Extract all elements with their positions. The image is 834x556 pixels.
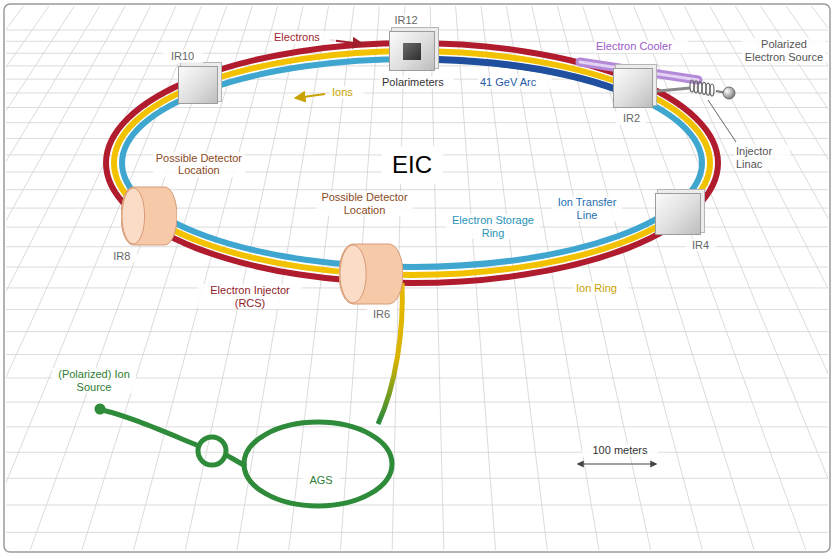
ags-injection-line (226, 455, 246, 466)
ion-ring (114, 51, 710, 275)
grid-line (6, 6, 417, 550)
grid-line (6, 478, 828, 479)
coil-winding (690, 80, 694, 92)
component-label: Polarized Electron Source (742, 38, 826, 63)
booster-loop (198, 437, 226, 465)
electron-injector-ring (106, 43, 718, 283)
grid-line (6, 505, 828, 506)
perspective-grid (6, 6, 828, 550)
grid-line (28, 6, 417, 550)
region-label: IR12 (386, 14, 426, 27)
component-label: Electron Cooler (594, 40, 688, 53)
detector-label: Possible Detector Location (317, 191, 413, 216)
ags-ring (244, 422, 392, 506)
grid-line (6, 6, 417, 550)
polarimeter-block (403, 43, 421, 60)
scale-label: 100 meters (582, 444, 658, 457)
source-label: (Polarized) Ion Source (52, 368, 136, 393)
scale-bar (578, 463, 656, 464)
component-label: 41 GeV Arc (478, 76, 552, 89)
interaction-region-box: IR4 (655, 193, 701, 235)
ring-label: Ion Ring (574, 282, 628, 295)
ring-label: Ion Transfer Line (552, 196, 622, 221)
component-label: Polarimeters (380, 76, 454, 89)
detector-cylinder: Possible Detector LocationIR6 (339, 243, 403, 305)
cylinder-body (121, 187, 177, 245)
cylinder-end (340, 245, 366, 303)
ion-source-dot (95, 404, 106, 415)
linac-coil (690, 80, 714, 96)
grid-line (417, 6, 704, 550)
grid-line (6, 354, 828, 355)
beam-label: Electrons (272, 31, 336, 44)
cylinder-body (339, 244, 403, 304)
coil-winding (706, 83, 710, 95)
title-text: EIC (392, 151, 432, 179)
title-box: EIC (382, 146, 443, 184)
grid-line (6, 6, 417, 550)
grid-line (6, 6, 417, 550)
coil-winding (694, 81, 698, 93)
grid-line (6, 6, 417, 550)
grid-line (6, 6, 417, 550)
region-label: IR6 (367, 308, 397, 321)
accelerator-label: AGS (302, 474, 340, 487)
injector-linac-pipe (648, 88, 690, 92)
grid-line (80, 6, 417, 550)
grid-line (6, 6, 417, 550)
cylinder-end (122, 188, 145, 244)
linac-leader-line (708, 100, 736, 142)
grid-line (6, 452, 828, 453)
grid-line (6, 6, 417, 550)
grid-line (6, 426, 828, 427)
electron-storage-ring (122, 59, 702, 267)
grid-line (6, 122, 828, 123)
cylinder-outline (121, 186, 177, 246)
grid-line (6, 6, 417, 550)
region-label: IR2 (616, 112, 646, 125)
coil-winding (698, 82, 702, 94)
cylinder-outline (339, 243, 403, 305)
picture-frame (4, 4, 830, 552)
electron-source-ball (723, 87, 735, 99)
detector-label: Possible Detector Location (153, 152, 245, 177)
grid-line (6, 6, 417, 550)
ring-label: Electron Storage Ring (446, 214, 540, 239)
ion-direction-arrow (296, 94, 325, 98)
grid-line (6, 6, 417, 550)
coil-winding (702, 82, 706, 94)
interaction-region-box: IR2 (613, 68, 653, 108)
grid-line (6, 6, 417, 550)
grid-line (6, 402, 828, 403)
component-label: Injector Linac (734, 145, 790, 170)
region-label: IR8 (107, 250, 137, 263)
grid-line (6, 331, 828, 332)
interaction-region-box: IR12 (389, 31, 435, 71)
grid-line (6, 309, 828, 310)
interaction-region-box: IR10 (178, 66, 218, 104)
grid-line (6, 6, 417, 550)
grid-line (6, 6, 417, 550)
ion-source-line (102, 410, 199, 446)
beam-label: Ions (330, 86, 364, 99)
coil-winding (710, 84, 714, 96)
grid-line (6, 287, 828, 288)
ring-label: Electron Injector (RCS) (198, 284, 302, 309)
detector-cylinder: Possible Detector LocationIR8 (121, 186, 177, 246)
region-label: IR10 (163, 50, 203, 63)
region-label: IR4 (686, 239, 716, 252)
grid-line (6, 532, 828, 533)
